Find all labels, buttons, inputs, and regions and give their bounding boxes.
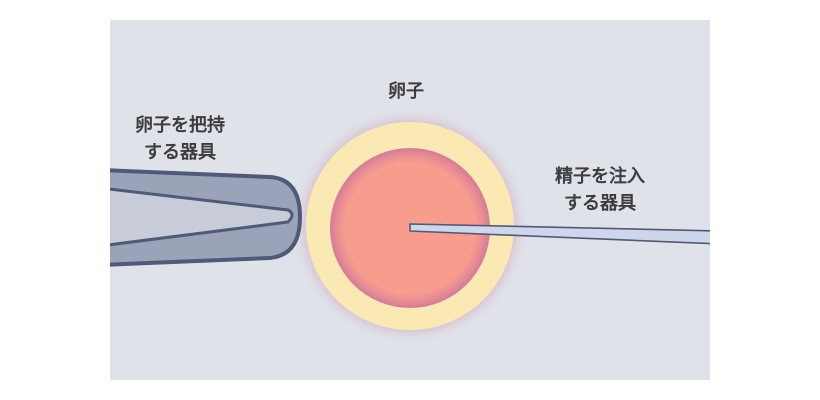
injection-tool-label-line-2: する器具: [564, 193, 636, 214]
holding-pipette-lumen: [110, 187, 294, 247]
holding-pipette: [110, 168, 302, 267]
egg-label: 卵子: [388, 81, 424, 102]
holding-tool-label-line-2: する器具: [144, 142, 216, 163]
injection-needle-shaft: [409, 223, 710, 245]
injection-needle: [409, 223, 710, 245]
holding-tool-label: 卵子を把持 する器具: [135, 112, 225, 166]
injection-tool-label: 精子を注入 する器具: [555, 163, 645, 217]
holding-tool-label-line-1: 卵子を把持: [135, 115, 225, 136]
injection-tool-label-line-1: 精子を注入: [555, 166, 645, 187]
